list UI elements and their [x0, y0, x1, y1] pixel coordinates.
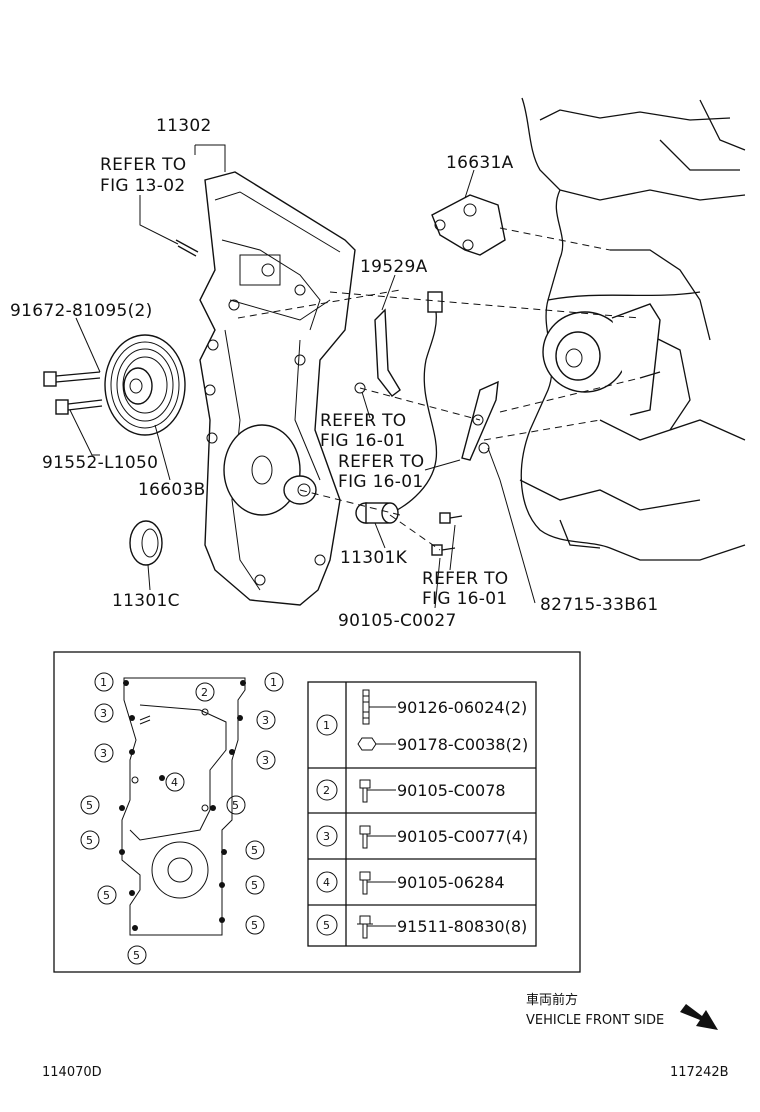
sensor-bracket	[354, 308, 401, 397]
legend-item: 90105-C0077(4)	[397, 827, 528, 846]
inset-markers: 1 2 1 3 3 3 3 4 5 5 5 5 5 5 5 5	[80, 672, 284, 965]
inset-marker: 3	[100, 707, 107, 720]
legend-item: 90105-06284	[397, 873, 505, 892]
bolt-location-inset	[53, 651, 581, 973]
inset-marker: 3	[100, 747, 107, 760]
inset-marker: 4	[171, 776, 178, 789]
nut-icon	[357, 737, 396, 751]
label-91552: 91552-L1050	[42, 453, 158, 473]
label-refer-fig-16-01-c-line2: FIG 16-01	[422, 589, 507, 609]
label-82715: 82715-33B61	[540, 595, 658, 615]
inset-marker: 5	[251, 919, 258, 932]
inset-marker: 5	[86, 799, 93, 812]
inset-marker: 1	[270, 676, 277, 689]
crankshaft-pulley	[104, 334, 186, 436]
inset-marker: 3	[262, 754, 269, 767]
label-91672: 91672-81095(2)	[10, 301, 153, 321]
bolt-icon	[359, 779, 396, 803]
inset-marker: 1	[100, 676, 107, 689]
legend-item: 91511-80830(8)	[397, 917, 527, 936]
figure-code-left: 114070D	[42, 1065, 102, 1080]
inset-cover-outline	[121, 677, 246, 936]
legend-item: 90178-C0038(2)	[397, 735, 528, 754]
leader-lines	[69, 144, 536, 609]
bolt-icon	[359, 825, 396, 849]
legend-key: 3	[323, 830, 330, 843]
label-refer-fig-16-01-b-line2: FIG 16-01	[338, 472, 423, 492]
inset-marker: 5	[251, 844, 258, 857]
inset-marker: 5	[251, 879, 258, 892]
arrow-down-right-icon	[680, 1004, 718, 1030]
oil-seal	[129, 520, 163, 566]
legend-key: 5	[323, 919, 330, 932]
legend-key: 2	[323, 784, 330, 797]
engine-block	[519, 97, 746, 561]
label-refer-fig-16-01-b-line1: REFER TO	[338, 452, 424, 472]
flange-bolt-icon	[357, 915, 396, 939]
vehicle-front-side-jp: 車両前方	[526, 992, 578, 1008]
inset-marker: 2	[201, 686, 208, 699]
inset-marker: 5	[133, 949, 140, 962]
legend-item: 90105-C0078	[397, 781, 506, 800]
sensor-harness	[391, 291, 499, 513]
sensor-bolts	[431, 512, 463, 556]
label-16603b: 16603B	[138, 480, 206, 500]
assembly-lines	[237, 227, 641, 551]
timing-chain-cover	[199, 171, 356, 606]
label-refer-fig-16-01-a-line1: REFER TO	[320, 411, 406, 431]
inset-marker: 3	[262, 714, 269, 727]
bolt-icon	[359, 871, 396, 895]
figure-code-right: 117242B	[670, 1065, 729, 1080]
stud-bolt	[175, 239, 199, 257]
label-refer-fig-16-01-a-line2: FIG 16-01	[320, 431, 405, 451]
vehicle-front-side-label: VEHICLE FRONT SIDE	[526, 1013, 664, 1028]
label-11301k: 11301K	[340, 548, 408, 568]
legend-table: 1 2 3 4 5	[307, 681, 537, 947]
stud-icon	[362, 689, 396, 725]
inset-bolt-dots	[119, 680, 246, 931]
legend-key: 4	[323, 876, 330, 889]
label-refer-fig-13-02-line1: REFER TO	[100, 155, 186, 175]
label-11302: 11302	[156, 116, 212, 136]
inset-marker: 5	[86, 834, 93, 847]
label-16631a: 16631A	[446, 153, 514, 173]
inset-marker: 5	[232, 799, 239, 812]
label-refer-fig-16-01-c-line1: REFER TO	[422, 569, 508, 589]
pulley-bolts	[43, 371, 103, 415]
idler-bracket	[431, 194, 506, 256]
legend-key: 1	[323, 719, 330, 732]
inset-marker: 5	[103, 889, 110, 902]
label-19529a: 19529A	[360, 257, 428, 277]
label-refer-fig-13-02-line2: FIG 13-02	[100, 176, 185, 196]
label-11301c: 11301C	[112, 591, 180, 611]
legend-item: 90126-06024(2)	[397, 698, 527, 717]
label-90105-c0027: 90105-C0027	[338, 611, 457, 631]
